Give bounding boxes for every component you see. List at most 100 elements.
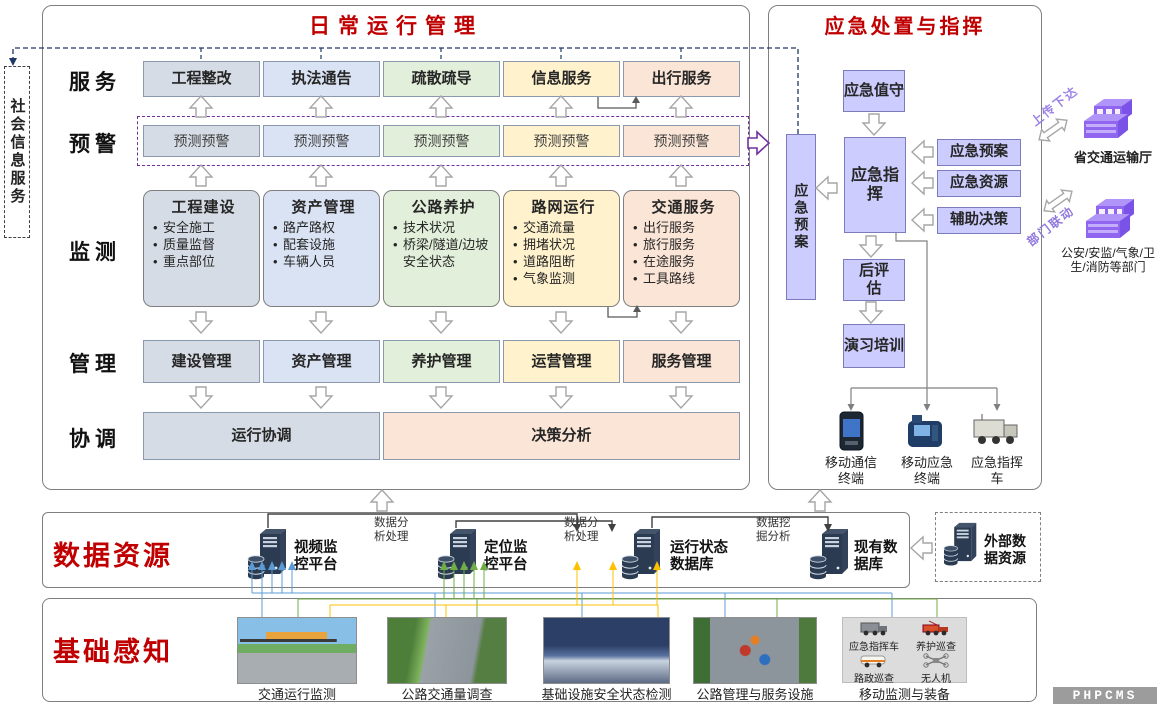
external-data-box [935, 512, 1041, 582]
emergency-plan-box: 应急预案 [937, 139, 1021, 166]
coordinate-decision-box: 决策分析 [383, 412, 740, 460]
photo-road-service-facilities [693, 617, 817, 684]
social-info-service-box: 社会信息服务 [4, 66, 30, 238]
running-db-label: 运行状态数据库 [670, 540, 728, 574]
monitor-card-maintenance: 公路养护 技术状况 桥梁/隧道/边坡安全状态 [383, 190, 500, 307]
monitor-bullet: 重点部位 [152, 254, 255, 271]
device1-label: 移动通信终端 [824, 455, 877, 486]
post-evaluation-label: 后评估 [858, 262, 889, 297]
monitor-card-title: 工程建设 [171, 199, 236, 216]
monitor-bullet: 技术状况 [392, 220, 495, 237]
monitor-card-title: 公路养护 [411, 199, 476, 216]
warning-box-4: 预测预警 [503, 125, 620, 157]
monitor-card-asset: 资产管理 路产路权 配套设施 车辆人员 [263, 190, 380, 307]
service-box-2: 执法通告 [263, 61, 380, 97]
equipment-label: 路政巡查 [854, 674, 894, 685]
command-truck-icon [860, 622, 887, 636]
patrol-van-icon [860, 655, 886, 668]
provincial-dept-label: 省交通运输厅 [1073, 150, 1152, 165]
watermark: PHPCMS [1053, 687, 1157, 704]
maintenance-truck-icon [922, 620, 948, 636]
warning-box-3: 预测预警 [383, 125, 500, 157]
equipment-label: 应急指挥车 [849, 642, 899, 653]
emergency-title: 应急处置与指挥 [824, 16, 986, 38]
service-box-1: 工程整改 [143, 61, 260, 97]
existing-db-label: 现有数据库 [854, 540, 898, 574]
warning-box-5: 预测预警 [623, 125, 740, 157]
position-platform-label: 定位监控平台 [484, 540, 528, 574]
service-box-4: 信息服务 [503, 61, 620, 97]
coordinate-run-box: 运行协调 [143, 412, 380, 460]
process-label-3: 数据挖掘分析 [756, 517, 791, 543]
service-box-3: 疏散疏导 [383, 61, 500, 97]
monitor-bullet: 交通流量 [512, 220, 615, 237]
manage-box-5: 服务管理 [623, 340, 740, 383]
video-platform-label: 视频监控平台 [294, 540, 338, 574]
photo4-caption: 公路管理与服务设施 [696, 687, 814, 702]
monitor-card-network: 路网运行 交通流量 拥堵状况 道路阻断 气象监测 [503, 190, 620, 307]
monitor-bullet: 桥梁/隧道/边坡安全状态 [392, 237, 495, 271]
daily-operation-title: 日常运行管理 [309, 15, 483, 38]
device2-label: 移动应急终端 [900, 455, 953, 486]
device3-label: 应急指挥车 [970, 455, 1023, 486]
process-label-1: 数据分析处理 [374, 517, 409, 543]
monitor-card-traffic-service: 交通服务 出行服务 旅行服务 在途服务 工具路线 [623, 190, 740, 307]
monitor-bullet: 质量监督 [152, 237, 255, 254]
manage-box-3: 养护管理 [383, 340, 500, 383]
monitor-bullet: 工具路线 [632, 271, 735, 288]
manage-box-4: 运营管理 [503, 340, 620, 383]
command-vehicle-icon [973, 414, 1018, 444]
equipment-label: 养护巡查 [916, 642, 956, 653]
emergency-resource-box: 应急资源 [937, 170, 1021, 197]
emergency-duty-box: 应急值守 [843, 70, 905, 112]
assist-decision-box: 辅助决策 [937, 207, 1021, 234]
drill-training-box: 演习培训 [843, 324, 905, 368]
monitor-card-title: 资产管理 [291, 199, 356, 216]
monitor-bullet: 旅行服务 [632, 237, 735, 254]
emergency-plan-vertical-box: 应急预案 [786, 134, 816, 300]
photo-traffic-monitoring [237, 617, 357, 684]
manage-box-2: 资产管理 [263, 340, 380, 383]
data-resource-title: 数据资源 [53, 541, 173, 571]
sensing-title: 基础感知 [53, 637, 173, 667]
drone-icon [923, 653, 949, 668]
service-box-5: 出行服务 [623, 61, 740, 97]
emergency-command-box: 应急指挥 [844, 137, 906, 233]
monitor-bullet: 路产路权 [272, 220, 375, 237]
row-label-warning: 预警 [69, 133, 121, 156]
mobile-emergency-terminal-icon [908, 415, 942, 447]
monitor-bullet: 气象监测 [512, 271, 615, 288]
photo2-caption: 公路交通量调查 [401, 687, 493, 702]
monitor-bullet: 道路阻断 [512, 254, 615, 271]
manage-box-1: 建设管理 [143, 340, 260, 383]
emergency-plan-vertical-label: 应急预案 [793, 183, 810, 251]
photo-traffic-survey [387, 617, 507, 684]
other-depts-label: 公安/安监/气象/卫生/消防等部门 [1060, 246, 1155, 275]
row-label-service: 服务 [69, 71, 121, 94]
panel5-caption: 移动监测与装备 [858, 687, 950, 702]
social-info-service-label: 社会信息服务 [8, 98, 26, 206]
mobile-equipment-panel: 应急指挥车 养护巡查 路政巡查 无人机 [842, 617, 967, 685]
monitor-card-title: 交通服务 [651, 199, 716, 216]
photo3-caption: 基础设施安全状态检测 [541, 687, 672, 702]
photo-infrastructure-safety [543, 617, 670, 684]
monitor-card-construction: 工程建设 安全施工 质量监督 重点部位 [143, 190, 260, 307]
warning-box-2: 预测预警 [263, 125, 380, 157]
monitor-bullet: 车辆人员 [272, 254, 375, 271]
photo1-caption: 交通运行监测 [257, 687, 336, 702]
post-evaluation-box: 后评估 [843, 259, 905, 301]
row-label-coordinate: 协调 [69, 428, 121, 451]
row-label-manage: 管理 [69, 353, 121, 376]
process-label-2: 数据分析处理 [564, 517, 599, 543]
equipment-label: 无人机 [921, 674, 951, 685]
monitor-card-title: 路网运行 [531, 199, 596, 216]
monitor-bullet: 拥堵状况 [512, 237, 615, 254]
monitor-bullet: 在途服务 [632, 254, 735, 271]
mobile-phone-icon [839, 411, 864, 451]
warning-box-1: 预测预警 [143, 125, 260, 157]
monitor-bullet: 配套设施 [272, 237, 375, 254]
row-label-monitor: 监测 [69, 241, 121, 264]
external-data-label: 外部数据资源 [984, 533, 1026, 566]
monitor-bullet: 出行服务 [632, 220, 735, 237]
